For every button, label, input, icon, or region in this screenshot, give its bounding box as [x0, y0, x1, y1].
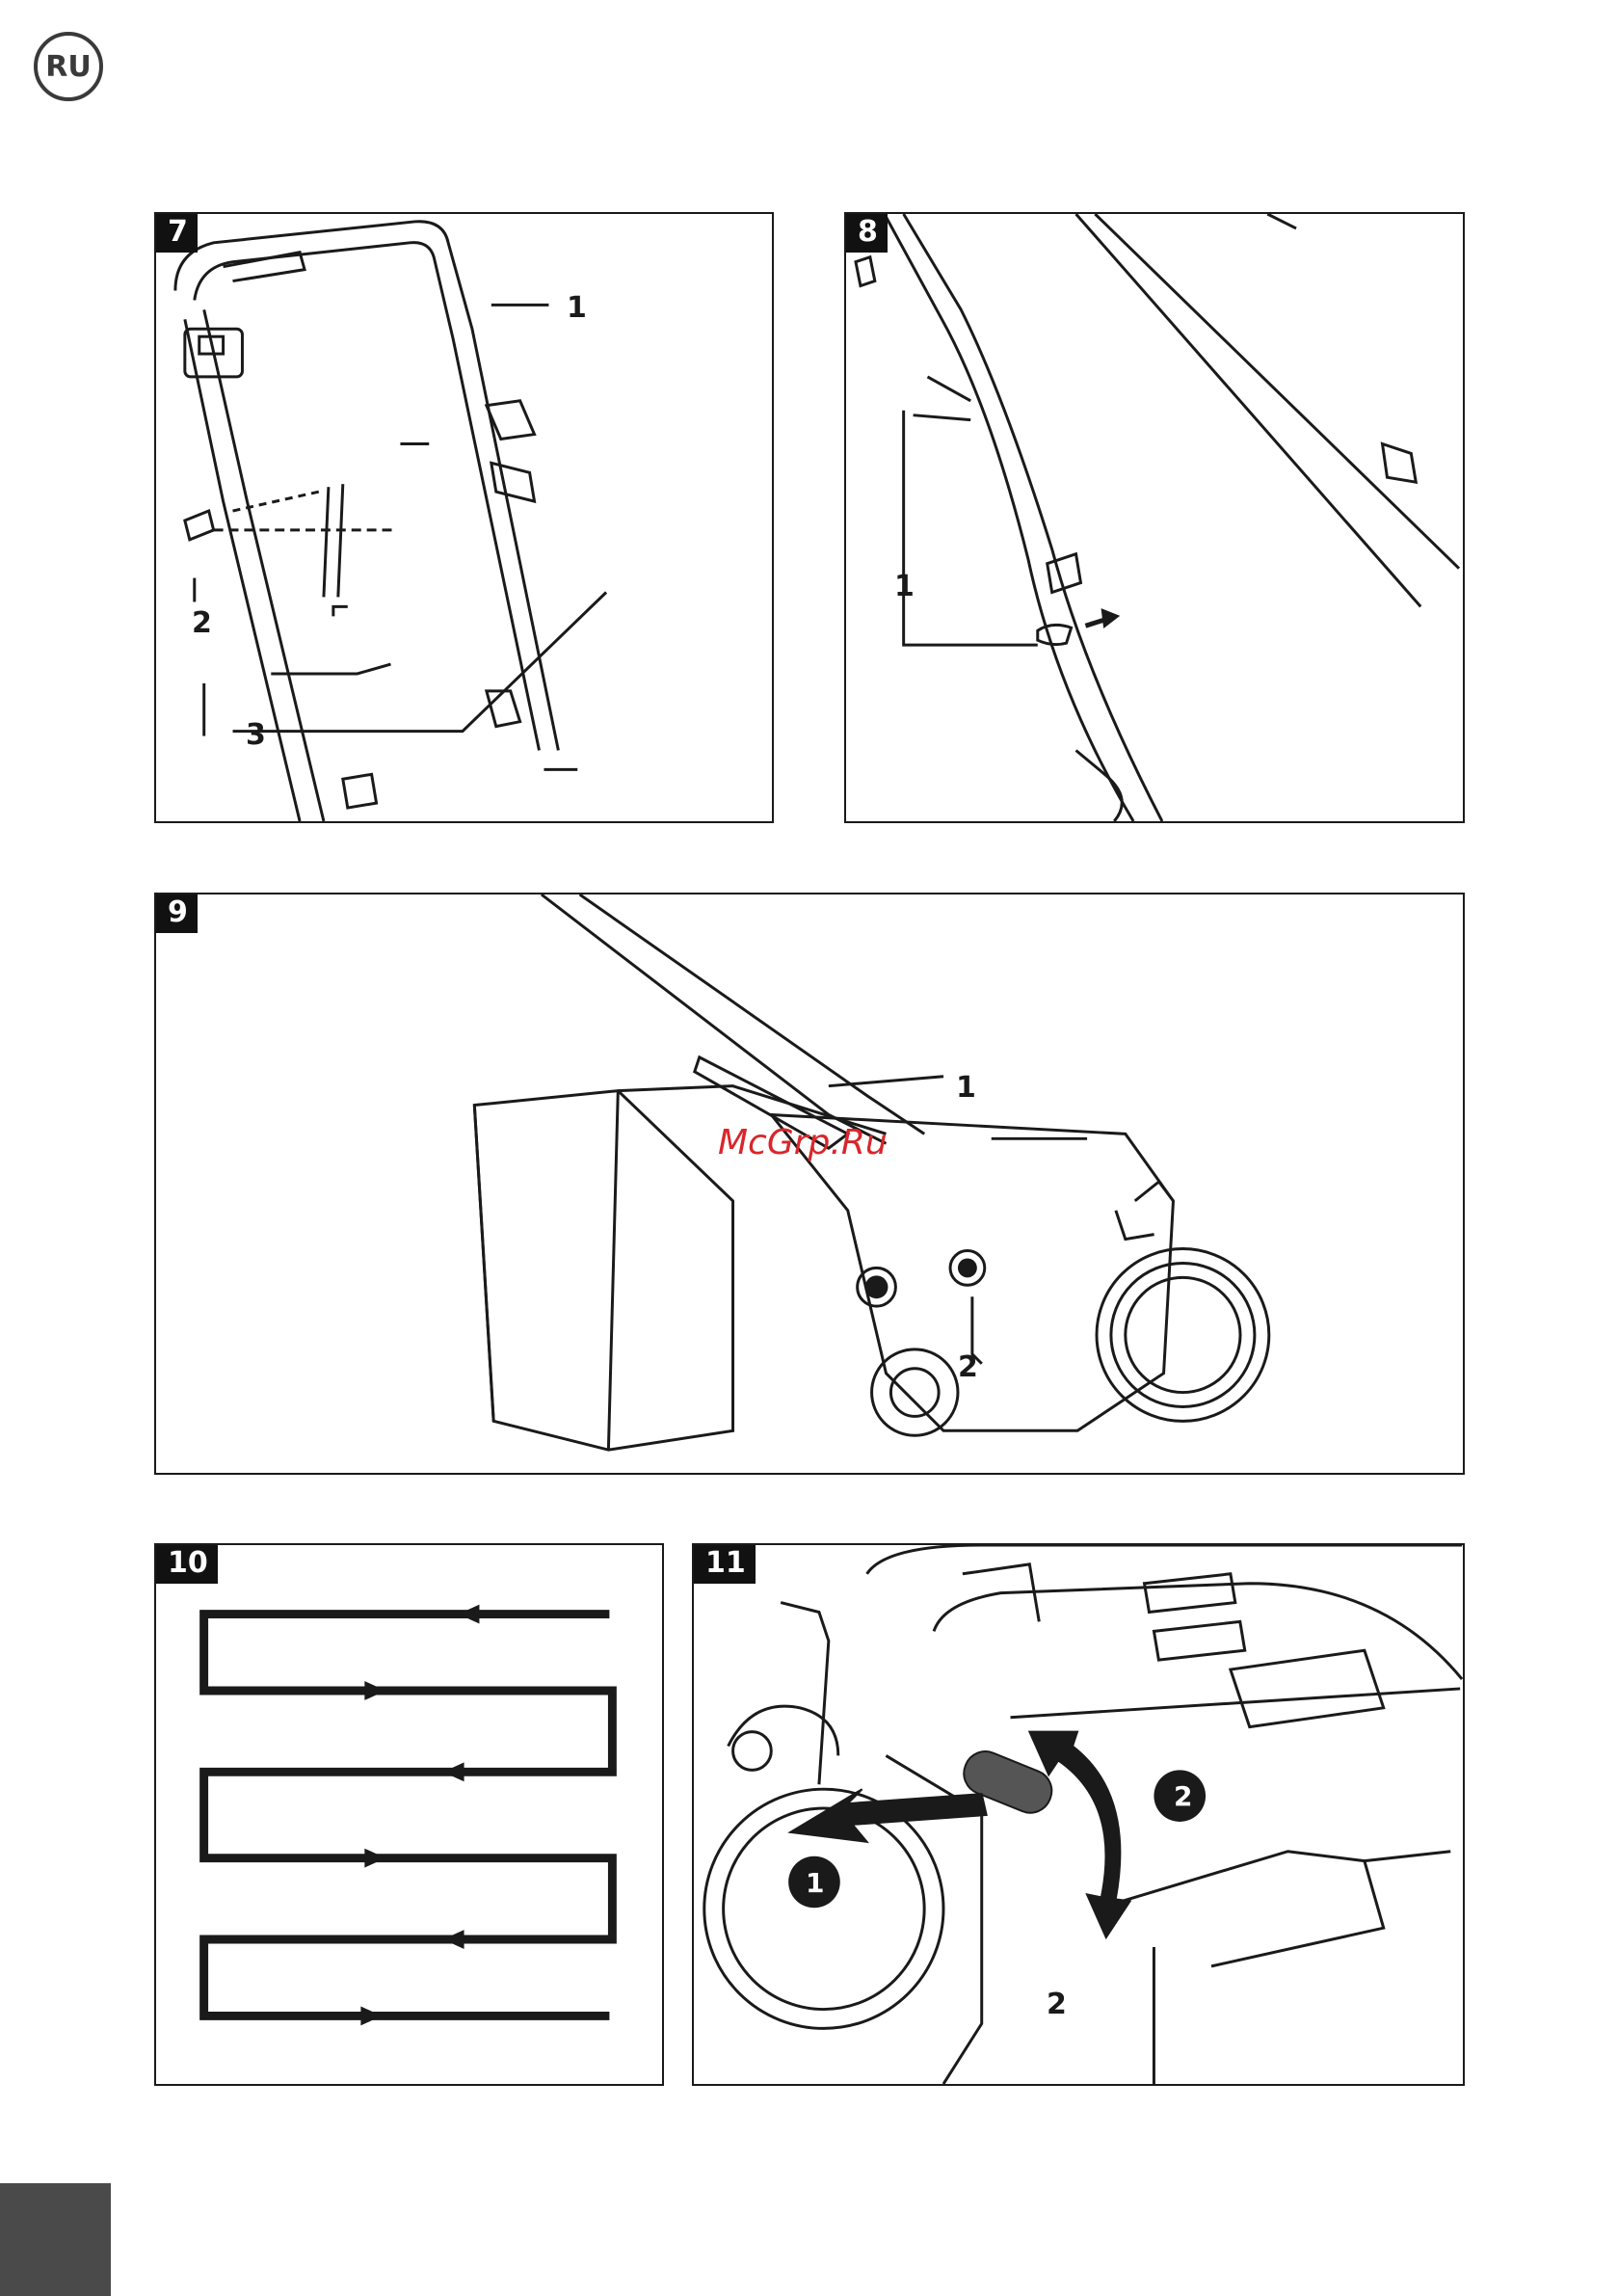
arrow-icon — [364, 1849, 385, 1868]
handle-latch-drawing — [846, 214, 1463, 821]
callout-2-marker: 2 — [1174, 1782, 1192, 1811]
figure-number: 9 — [156, 894, 198, 933]
callout-2: 2 — [1047, 1990, 1067, 2019]
scarifier-collection-bag-drawing — [156, 894, 1463, 1473]
arrow-icon — [790, 1789, 987, 1842]
language-badge: RU — [34, 32, 103, 101]
figure-number: 11 — [694, 1545, 756, 1584]
figure-8-panel: 8 1 — [844, 212, 1465, 823]
callout-1: 1 — [567, 294, 587, 323]
callout-3: 3 — [246, 721, 266, 750]
figure-number: 7 — [156, 214, 198, 253]
arrow-icon — [459, 1605, 480, 1624]
arrow-icon — [360, 2006, 382, 2025]
arrow-icon — [1029, 1732, 1129, 1937]
callout-1: 1 — [894, 573, 915, 601]
arrow-icon — [443, 1930, 464, 1949]
callout-2: 2 — [958, 1353, 978, 1382]
height-adjustment-drawing — [694, 1545, 1463, 2084]
figure-11-panel: 11 1 — [692, 1543, 1465, 2086]
figure-10-panel: 10 — [154, 1543, 664, 2086]
watermark: McGrp.Ru — [718, 1123, 888, 1162]
page-tab — [0, 2183, 111, 2296]
callout-1-marker: 1 — [806, 1869, 824, 1898]
figure-9-panel: 9 1 2 — [154, 893, 1465, 1475]
callout-1: 1 — [956, 1074, 976, 1103]
figure-number: 8 — [846, 214, 888, 253]
callout-2: 2 — [192, 609, 212, 638]
mowing-pattern-diagram — [156, 1545, 662, 2084]
arrow-icon — [443, 1762, 464, 1781]
figure-7-panel: 7 1 2 3 — [154, 212, 774, 823]
figure-number: 10 — [156, 1545, 218, 1584]
arrow-icon — [364, 1681, 385, 1700]
